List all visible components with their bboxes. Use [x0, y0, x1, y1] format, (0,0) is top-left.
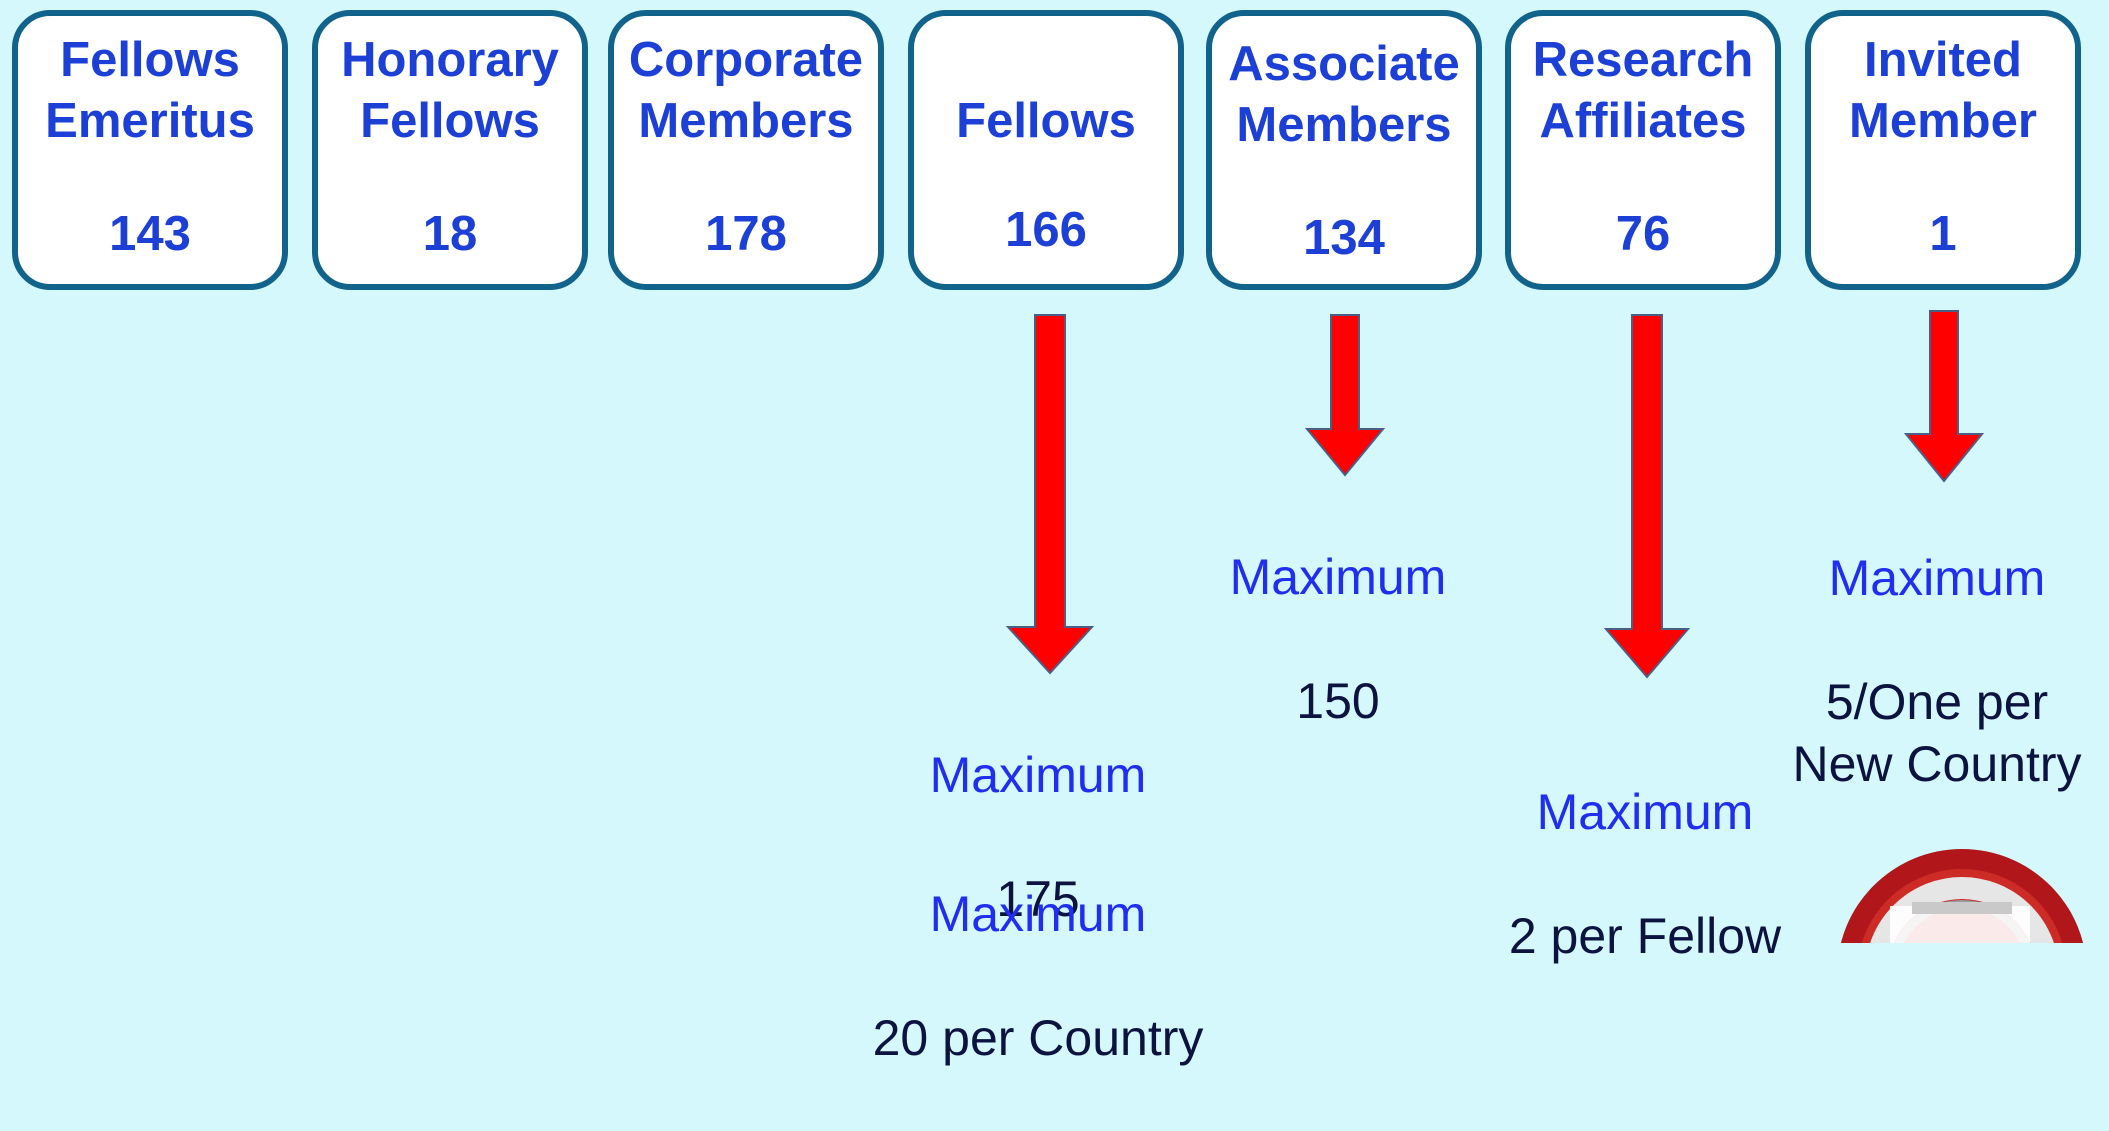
limit-fellows: Maximum 175 [838, 682, 1238, 992]
box-fellows: Fellows 166 [908, 10, 1184, 290]
box-corporate-members: Corporate Members 178 [608, 10, 884, 290]
box-fellows-emeritus: Fellows Emeritus 143 [12, 10, 288, 290]
down-arrow-fellows [1006, 314, 1094, 675]
down-arrow-associate-members [1305, 314, 1385, 477]
box-title: Corporate Members [628, 33, 864, 148]
box-count: 134 [1303, 211, 1385, 265]
box-title: Fellows [956, 94, 1136, 148]
box-invited-member: Invited Member 1 [1805, 10, 2081, 290]
limit-value: 2 per Fellow [1508, 908, 1782, 964]
box-count: 178 [705, 207, 787, 261]
box-title: Associate Members [1228, 37, 1460, 152]
limit-value: 5/One per New Country [1792, 674, 2082, 792]
limit-heading: Maximum [1229, 549, 1447, 605]
limit-heading: Maximum [1828, 550, 2046, 606]
box-count: 76 [1615, 207, 1671, 261]
limit-value: 175 [996, 871, 1080, 927]
box-count: 1 [1929, 207, 1957, 261]
logo-badge-icon [1840, 849, 2084, 943]
box-title: Fellows Emeritus [45, 33, 255, 148]
limit-value: 20 per Country [872, 1010, 1204, 1066]
box-count: 166 [1005, 203, 1087, 257]
limit-value: 150 [1296, 673, 1380, 729]
down-arrow-invited-member [1904, 310, 1984, 483]
box-research-affiliates: Research Affiliates 76 [1505, 10, 1781, 290]
box-title: Honorary Fellows [341, 33, 559, 148]
limit-invited-member: Maximum 5/One per New Country [1769, 485, 2105, 857]
limit-associate-members: Maximum 150 [1188, 484, 1488, 794]
box-title: Invited Member [1849, 33, 2037, 148]
limit-heading: Maximum [929, 747, 1147, 803]
box-count: 143 [109, 207, 191, 261]
box-associate-members: Associate Members 134 [1206, 10, 1482, 290]
limit-heading: Maximum [1536, 784, 1754, 840]
limit-heading: Maximum [929, 886, 1147, 942]
limit-fellows-country: Maximum 20 per Country [838, 821, 1238, 1131]
box-honorary-fellows: Honorary Fellows 18 [312, 10, 588, 290]
down-arrow-research-affiliates [1604, 314, 1690, 679]
box-count: 18 [422, 207, 478, 261]
box-title: Research Affiliates [1532, 33, 1754, 148]
